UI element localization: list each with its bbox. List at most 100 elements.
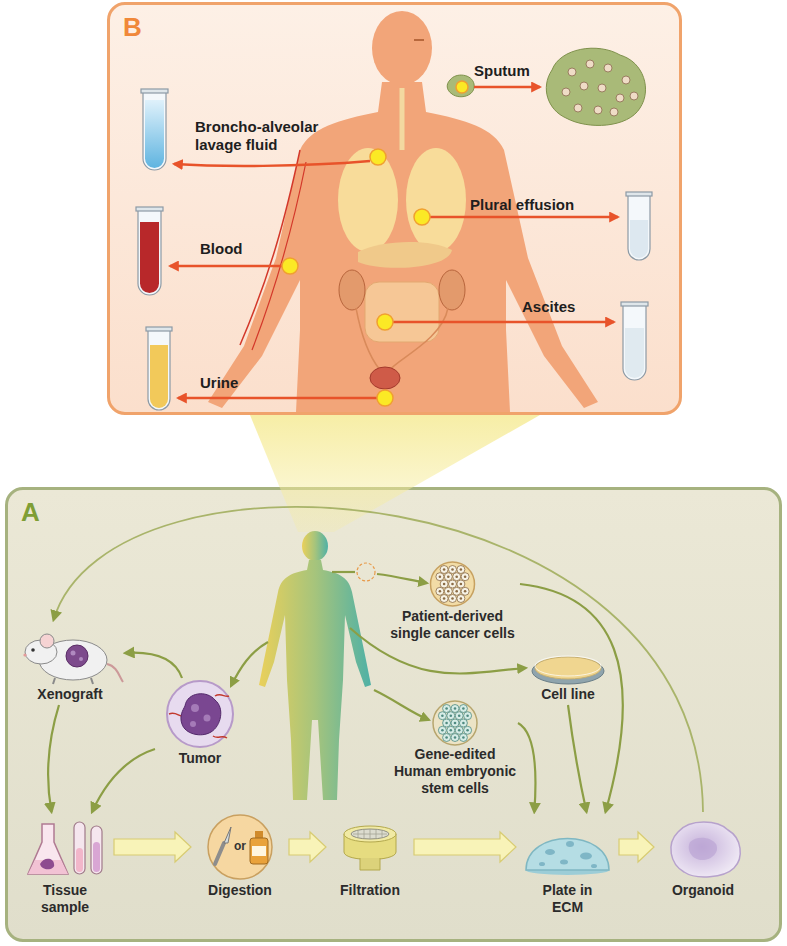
drawing-part xyxy=(454,707,457,710)
process-arrow xyxy=(619,832,654,862)
sample-label: Urine xyxy=(200,374,238,392)
drawing-part xyxy=(464,575,467,578)
drawing-part xyxy=(178,397,377,400)
drawing-part xyxy=(74,822,85,874)
drawing-part xyxy=(626,192,652,196)
filtration-node-icon xyxy=(330,812,410,882)
drawing-part xyxy=(455,575,458,578)
drawing-part xyxy=(447,590,450,593)
drawing-part xyxy=(438,712,446,720)
sample-label: Plural effusion xyxy=(470,196,574,214)
drawing-part xyxy=(462,707,465,710)
drawing-part xyxy=(91,826,102,874)
drawing-part xyxy=(40,859,54,870)
drawing-part xyxy=(450,729,453,732)
node-label: Tissue sample xyxy=(25,882,105,916)
drawing-part xyxy=(594,106,602,114)
drawing-part xyxy=(204,715,211,722)
drawing-part xyxy=(439,575,442,578)
drawing-part xyxy=(430,216,618,219)
drawing-part xyxy=(586,60,594,68)
drawing-part xyxy=(53,678,93,684)
drawing-part xyxy=(390,308,448,370)
drawing-part xyxy=(365,282,439,342)
drawing-part xyxy=(456,81,468,93)
cell-cluster-node: Patient-derived single cancer cells xyxy=(385,560,520,644)
drawing-part xyxy=(462,722,465,725)
drawing-part xyxy=(560,860,568,865)
drawing-part xyxy=(433,701,477,745)
drawing-part xyxy=(598,84,606,92)
drawing-part xyxy=(224,827,231,843)
drawing-part xyxy=(441,714,444,717)
drawing-part xyxy=(443,568,446,571)
drawing-part xyxy=(464,712,472,720)
drawing-part xyxy=(338,148,398,252)
drawing-part xyxy=(440,580,448,588)
panel-b: B xyxy=(107,2,682,415)
drawing-part xyxy=(23,653,26,656)
drawing-part xyxy=(580,82,588,90)
drawing-part xyxy=(374,690,429,720)
drawing-part xyxy=(545,849,555,855)
drawing-part xyxy=(457,566,465,574)
drawing-part xyxy=(461,573,469,581)
drawing-part xyxy=(610,108,618,116)
drawing-part xyxy=(356,308,380,370)
drawing-part xyxy=(459,705,467,713)
drawing-part xyxy=(441,729,444,732)
drawing-part xyxy=(360,858,380,870)
drawing-part xyxy=(240,150,300,345)
drawing-part xyxy=(66,645,88,667)
drawing-part xyxy=(455,726,463,734)
drawing-part xyxy=(574,104,582,112)
drawing-part xyxy=(370,149,386,165)
drawing-part xyxy=(282,258,298,274)
drawing-part xyxy=(591,864,597,868)
drawing-part xyxy=(457,580,465,588)
drawing-part xyxy=(439,270,465,310)
drawing-part xyxy=(148,330,170,410)
organoid-node-icon xyxy=(658,812,748,882)
drawing-part xyxy=(466,714,469,717)
drawing-part xyxy=(459,734,467,742)
drawing-part xyxy=(445,722,448,725)
drawing-part xyxy=(440,595,448,603)
drawing-part xyxy=(138,210,161,295)
drawing-part xyxy=(455,590,458,593)
drawing-part xyxy=(466,729,469,732)
icon-holder xyxy=(528,650,608,686)
drawing-part xyxy=(451,705,459,713)
drawing-part xyxy=(449,595,457,603)
drawing-part xyxy=(93,842,100,872)
drawing-part xyxy=(444,587,452,595)
drawing-part xyxy=(440,566,448,574)
icon-holder xyxy=(330,812,410,882)
tissue-node: Tissue sample xyxy=(20,812,110,918)
drawing-part xyxy=(191,704,199,712)
drawing-part xyxy=(170,265,282,268)
drawing-part xyxy=(332,571,355,573)
flow-arrow xyxy=(92,749,155,812)
drawing-part xyxy=(622,76,630,84)
drawing-part xyxy=(539,862,545,866)
focus-cone xyxy=(250,415,540,532)
drawing-part xyxy=(566,841,574,847)
cell-cluster-node-icon xyxy=(385,560,520,608)
stem-cell-node: Gene-edited Human embryonic stem cells xyxy=(392,700,518,799)
mouse-node: Xenograft xyxy=(15,620,125,705)
flow-arrow xyxy=(568,705,587,812)
drawing-part xyxy=(464,590,467,593)
sample-label: Sputum xyxy=(474,62,530,80)
drawing-part xyxy=(107,664,123,682)
drawing-part xyxy=(689,838,717,860)
drawing-part xyxy=(231,642,268,686)
drawing-part xyxy=(431,562,475,606)
sample-label: Broncho-alveolar lavage fluid xyxy=(195,118,325,154)
drawing-part xyxy=(259,560,371,800)
tissue-node-icon xyxy=(20,812,110,882)
drawing-part xyxy=(628,195,650,260)
drawing-part xyxy=(447,726,455,734)
drawing-part xyxy=(443,705,451,713)
